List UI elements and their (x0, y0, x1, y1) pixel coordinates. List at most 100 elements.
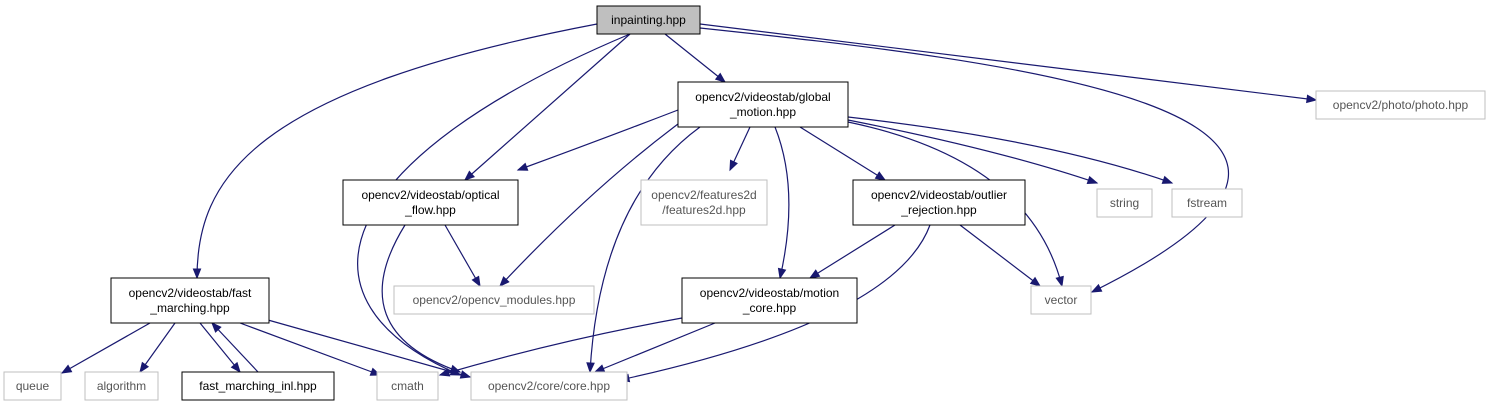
edge-line (809, 224, 896, 279)
node-label: opencv2/features2d (651, 188, 756, 202)
edge-line (699, 27, 1230, 293)
edge-line (517, 109, 679, 171)
node-fastinl[interactable]: fast_marching_inl.hpp (181, 371, 335, 401)
edge-line (589, 126, 701, 373)
node-label: opencv2/videostab/fast (129, 286, 252, 300)
edge-outlier-to-vector (959, 224, 1042, 287)
node-box (852, 179, 1026, 226)
node-box (596, 5, 701, 35)
node-box (470, 371, 628, 401)
node-label: opencv2/videostab/outlier (871, 188, 1007, 202)
arrowhead-icon (459, 370, 472, 379)
node-box (1030, 285, 1092, 315)
edge-root-to-vector (699, 27, 1230, 293)
node-root[interactable]: inpainting.hpp (596, 5, 701, 35)
node-label: fstream (1187, 196, 1227, 210)
node-box (393, 285, 595, 315)
node-box (1096, 188, 1153, 218)
edge-fast-to-fastinl (199, 322, 241, 374)
arrowhead-icon (499, 276, 510, 287)
arrowhead-icon (1029, 276, 1042, 287)
edge-root-to-optical (463, 33, 631, 181)
node-box (3, 371, 62, 401)
arrowhead-icon (1306, 94, 1318, 104)
edge-fast-to-cmath (239, 322, 382, 376)
node-queue: queue (3, 371, 62, 401)
arrowhead-icon (192, 268, 202, 280)
node-label: queue (16, 379, 50, 393)
node-box (681, 277, 858, 324)
node-label: opencv2/core/core.hpp (488, 379, 610, 393)
arrowhead-icon (777, 267, 787, 280)
edge-line (139, 322, 176, 373)
edge-line (799, 126, 886, 181)
arrowhead-icon (1090, 283, 1103, 293)
node-fast[interactable]: opencv2/videostab/fast_marching.hpp (110, 277, 270, 324)
node-label: opencv2/videostab/motion (700, 286, 839, 300)
edge-motioncore-to-core (593, 322, 716, 373)
edge-line (444, 224, 481, 287)
arrowhead-icon (1055, 275, 1064, 288)
edge-line (61, 322, 151, 374)
node-box (110, 277, 270, 324)
node-label: _core.hpp (742, 301, 797, 315)
edge-global-to-modules (499, 123, 679, 287)
node-box (640, 179, 768, 226)
node-label: algorithm (97, 379, 146, 393)
arrowhead-icon (139, 361, 150, 374)
edge-optical-to-modules (444, 224, 481, 288)
node-layer: inpainting.hpp opencv2/videostab/global_m… (3, 5, 1486, 401)
arrowhead-icon (593, 364, 606, 373)
node-label: /features2d.hpp (662, 203, 746, 217)
edge-global-to-motioncore (774, 126, 790, 280)
edge-line (664, 33, 726, 83)
edge-fast-to-algorithm (139, 322, 176, 374)
edge-global-to-features (729, 126, 751, 172)
edge-root-to-fast (192, 23, 598, 280)
node-box (677, 81, 849, 128)
node-algorithm: algorithm (84, 371, 159, 401)
edge-line (381, 224, 461, 373)
node-cmath: cmath (376, 371, 439, 401)
arrowhead-icon (60, 364, 73, 374)
arrowhead-icon (808, 269, 821, 279)
node-box (1315, 90, 1486, 120)
node-vector: vector (1030, 285, 1092, 315)
edge-line (499, 123, 679, 287)
arrowhead-icon (714, 72, 727, 83)
edge-global-to-optical (516, 109, 679, 171)
node-outlier[interactable]: opencv2/videostab/outlier_rejection.hpp (852, 179, 1026, 226)
node-label: opencv2/opencv_modules.hpp (413, 293, 576, 307)
node-fstream: fstream (1171, 188, 1243, 218)
node-label: string (1110, 196, 1139, 210)
node-box (84, 371, 159, 401)
arrowhead-icon (516, 162, 529, 171)
node-label: vector (1045, 293, 1078, 307)
node-box (1171, 188, 1243, 218)
arrowhead-icon (586, 362, 595, 374)
arrowhead-icon (1161, 175, 1174, 184)
edge-global-to-string (847, 119, 1099, 185)
edge-line (199, 322, 241, 373)
node-label: cmath (391, 379, 424, 393)
edge-line (594, 322, 716, 373)
node-modules: opencv2/opencv_modules.hpp (393, 285, 595, 315)
node-motioncore[interactable]: opencv2/videostab/motion_core.hpp (681, 277, 858, 324)
edge-line (774, 126, 790, 279)
node-photo: opencv2/photo/photo.hpp (1315, 90, 1486, 120)
node-features: opencv2/features2d/features2d.hpp (640, 179, 768, 226)
node-label: inpainting.hpp (611, 13, 686, 27)
node-global[interactable]: opencv2/videostab/global_motion.hpp (677, 81, 849, 128)
node-string: string (1096, 188, 1153, 218)
edge-line (239, 322, 381, 376)
node-box (181, 371, 335, 401)
edge-fastinl-to-fast (211, 322, 259, 373)
node-label: _rejection.hpp (900, 203, 977, 217)
node-label: _flow.hpp (404, 203, 456, 217)
node-core: opencv2/core/core.hpp (470, 371, 628, 401)
node-optical[interactable]: opencv2/videostab/optical_flow.hpp (342, 179, 519, 226)
node-box (342, 179, 519, 226)
node-box (376, 371, 439, 401)
edge-outlier-to-motioncore (808, 224, 896, 279)
